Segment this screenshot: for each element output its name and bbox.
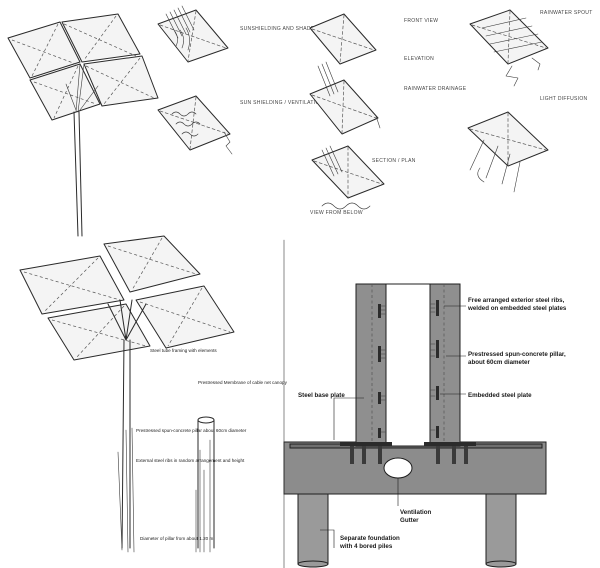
pillar-wall-right	[429, 283, 461, 447]
foundation-slab	[283, 441, 547, 495]
note-light: LIGHT DIFFUSION	[540, 96, 588, 102]
pillar-wall-left	[355, 283, 387, 447]
note-elevation: ELEVATION	[404, 56, 434, 62]
drainage-detail-sketches: FRONT VIEW ELEVATION RAINWATER DRAINAGE …	[309, 9, 593, 216]
ventilation-gutter	[383, 457, 413, 479]
note-view-below: VIEW FROM BELOW	[310, 210, 363, 216]
steel-ribs-right	[430, 300, 439, 438]
steel-ribs-left	[378, 304, 386, 438]
callout-ventilation-line1: Ventilation	[400, 509, 432, 516]
callout-pillar-line1: Prestressed spun-concrete pillar,	[468, 351, 566, 358]
foundation-section-drawing: Free arranged exterior steel ribs, welde…	[283, 283, 567, 568]
callout-ventilation-line2: Gutter	[400, 517, 419, 524]
bored-pile-right	[485, 485, 517, 565]
umbrella-canopy-elevation: Steel tube framing with elements Prestre…	[19, 235, 288, 553]
note-section: SECTION / PLAN	[372, 158, 416, 164]
callout-embedded-plate: Embedded steel plate	[468, 392, 532, 399]
note-diameter: Diameter of pillar from about 1.20 m	[140, 536, 213, 541]
note-drainage: RAINWATER DRAINAGE	[404, 86, 467, 92]
pillar-core	[385, 283, 431, 447]
note-membrane: Prestressed Membrane of cable net canopy	[198, 380, 288, 385]
callout-foundation-line1: Separate foundation	[340, 535, 400, 542]
callout-pillar-line2: about 60cm diameter	[468, 359, 530, 366]
note-spout: RAINWATER SPOUT	[540, 10, 593, 16]
callout-foundation-line2: with 4 bored piles	[339, 543, 393, 550]
sunshield-detail-sketches: SUNSHIELDING AND SHADE SUN SHIELDING / V…	[157, 5, 324, 155]
note-ribs: External steel ribs in random arrangemen…	[136, 458, 245, 463]
umbrella-canopy-sketch-top	[7, 13, 159, 237]
note-sunshielding: SUNSHIELDING AND SHADE	[240, 26, 315, 32]
note-steel-tube: Steel tube framing with elements	[150, 348, 217, 353]
steel-base-plates	[340, 442, 476, 464]
bored-pile-left	[297, 485, 329, 565]
note-ventilation: SUN SHIELDING / VENTILATION	[240, 100, 324, 106]
note-front-view: FRONT VIEW	[404, 18, 438, 24]
callout-base-plate: Steel base plate	[298, 392, 345, 399]
callout-steel-ribs-line1: Free arranged exterior steel ribs,	[468, 297, 565, 304]
callout-steel-ribs-line2: welded on embedded steel plates	[467, 305, 567, 312]
note-pillar: Prestressed spun-concrete pillar about 6…	[136, 428, 247, 433]
